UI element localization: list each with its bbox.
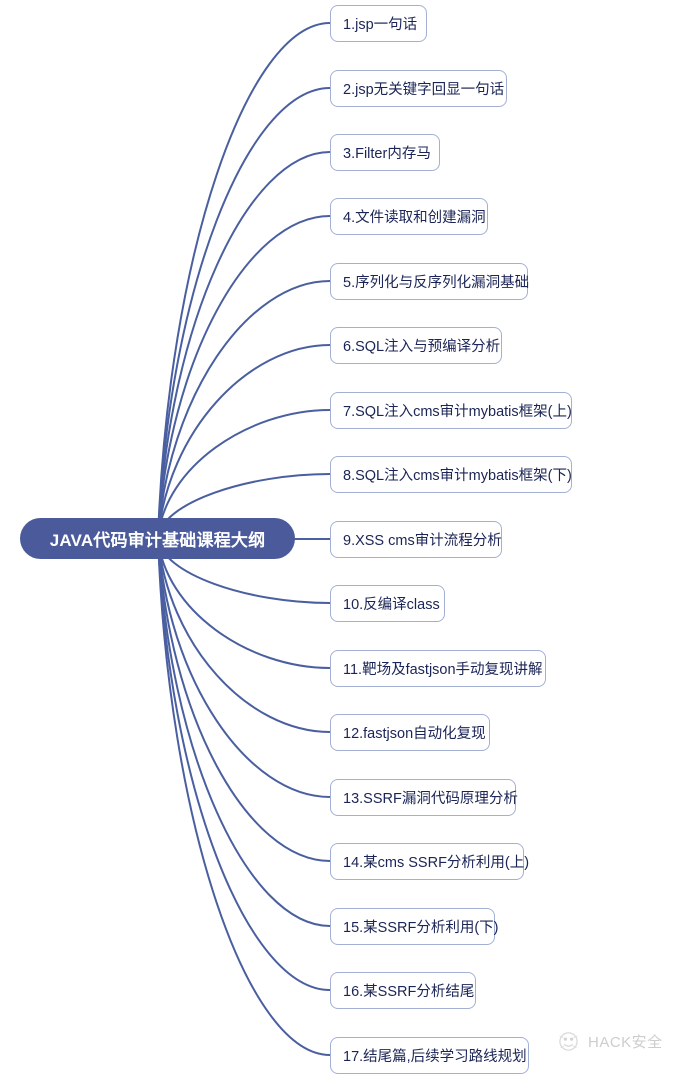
- branch-node-1[interactable]: 1.jsp一句话: [330, 4, 427, 42]
- watermark-label: HACK安全: [588, 1034, 663, 1051]
- branch-node-label: 16.某SSRF分析结尾: [343, 983, 475, 1000]
- branch-node-16[interactable]: 16.某SSRF分析结尾: [330, 971, 476, 1009]
- branch-node-label: 14.某cms SSRF分析利用(上): [343, 854, 530, 871]
- branch-node-label: 15.某SSRF分析利用(下): [343, 919, 499, 936]
- branch-node-label: 13.SSRF漏洞代码原理分析: [343, 790, 518, 807]
- watermark: HACK安全: [556, 1029, 663, 1054]
- branch-node-6[interactable]: 6.SQL注入与预编译分析: [330, 326, 502, 364]
- branch-node-11[interactable]: 11.靶场及fastjson手动复现讲解: [330, 649, 546, 687]
- branch-edge-2: [157, 87, 331, 539]
- branch-node-label: 2.jsp无关键字回显一句话: [343, 81, 505, 98]
- branch-node-4[interactable]: 4.文件读取和创建漏洞: [330, 197, 488, 235]
- branch-node-label: 9.XSS cms审计流程分析: [343, 532, 502, 549]
- branch-node-8[interactable]: 8.SQL注入cms审计mybatis框架(下): [330, 455, 572, 493]
- branch-edge-3: [157, 151, 331, 539]
- branch-edge-6: [157, 344, 331, 539]
- branch-node-label: 4.文件读取和创建漏洞: [343, 209, 486, 226]
- branch-node-2[interactable]: 2.jsp无关键字回显一句话: [330, 69, 507, 107]
- branch-node-7[interactable]: 7.SQL注入cms审计mybatis框架(上): [330, 391, 572, 429]
- branch-node-label: 11.靶场及fastjson手动复现讲解: [343, 661, 543, 678]
- branch-edge-12: [157, 537, 331, 733]
- branch-node-label: 17.结尾篇,后续学习路线规划: [343, 1048, 527, 1065]
- branch-node-5[interactable]: 5.序列化与反序列化漏洞基础: [330, 262, 530, 300]
- branch-edge-14: [157, 537, 331, 862]
- branch-node-12[interactable]: 12.fastjson自动化复现: [330, 713, 490, 751]
- branch-node-label: 10.反编译class: [343, 596, 440, 613]
- branch-node-14[interactable]: 14.某cms SSRF分析利用(上): [330, 842, 529, 880]
- branch-edge-17: [157, 537, 331, 1056]
- branch-node-3[interactable]: 3.Filter内存马: [330, 133, 440, 171]
- branch-node-10[interactable]: 10.反编译class: [330, 584, 445, 622]
- branch-node-13[interactable]: 13.SSRF漏洞代码原理分析: [330, 778, 518, 816]
- hack-logo-icon: [559, 1032, 578, 1051]
- branch-node-9[interactable]: 9.XSS cms审计流程分析: [330, 520, 502, 558]
- branch-node-15[interactable]: 15.某SSRF分析利用(下): [330, 907, 499, 945]
- branch-edge-15: [157, 537, 331, 927]
- branch-node-label: 3.Filter内存马: [343, 145, 431, 162]
- branch-node-label: 7.SQL注入cms审计mybatis框架(上): [343, 403, 572, 420]
- branch-node-label: 8.SQL注入cms审计mybatis框架(下): [343, 467, 572, 484]
- branch-edge-5: [157, 280, 331, 539]
- branch-node-label: 12.fastjson自动化复现: [343, 725, 486, 742]
- branch-edge-4: [157, 215, 331, 539]
- branch-node-label: 5.序列化与反序列化漏洞基础: [343, 274, 530, 291]
- branch-node-17[interactable]: 17.结尾篇,后续学习路线规划: [330, 1036, 529, 1074]
- branch-edge-16: [157, 537, 331, 991]
- branch-edge-13: [157, 537, 331, 798]
- root-node[interactable]: JAVA代码审计基础课程大纲: [20, 518, 295, 559]
- branch-edge-1: [157, 22, 331, 539]
- branch-node-label: 6.SQL注入与预编译分析: [343, 338, 501, 355]
- branch-node-label: 1.jsp一句话: [343, 16, 418, 33]
